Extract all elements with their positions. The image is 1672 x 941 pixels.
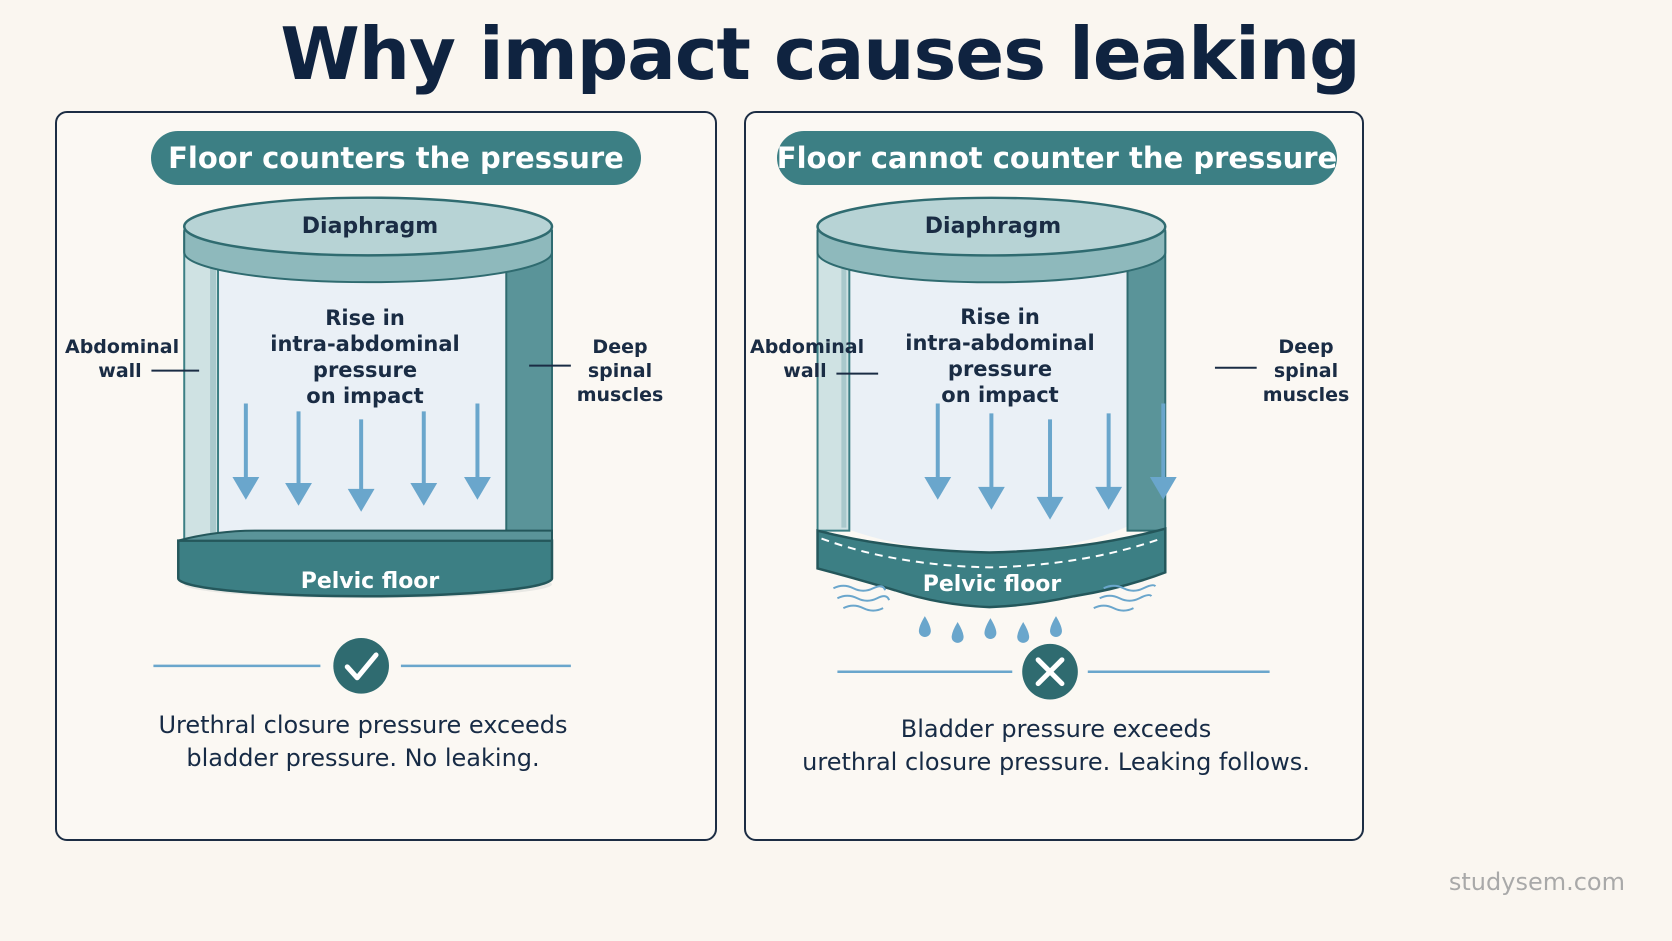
pelvic-floor-label: Pelvic floor	[922, 572, 1062, 597]
panel-floor-counters: Floor counters the pressure Diaphragm Ri…	[55, 111, 717, 841]
diaphragm-shape	[816, 196, 1167, 257]
cylinder-diagram-ok	[151, 196, 571, 694]
diaphragm-shape	[182, 196, 554, 257]
page-title: Why impact causes leaking	[280, 12, 1360, 96]
watermark: studysem.com	[1448, 868, 1625, 896]
cylinder-diagram-leak	[816, 196, 1270, 700]
deep-spinal-muscles-label: Deep spinal muscles	[1262, 336, 1350, 406]
diaphragm-label: Diaphragm	[924, 214, 1062, 239]
leak-droplets-icon	[918, 616, 1062, 643]
panel-heading: Floor cannot counter the pressure	[777, 131, 1337, 185]
pressure-rise-label: Rise in intra-abdominal pressure on impa…	[270, 306, 460, 408]
pressure-arrows	[232, 403, 491, 512]
outcome-caption: Bladder pressure exceeds urethral closur…	[802, 715, 1310, 776]
check-icon	[333, 638, 389, 694]
abdominal-wall-label: Abdominal wall	[750, 336, 865, 382]
outcome-caption: Urethral closure pressure exceeds bladde…	[158, 711, 568, 772]
pressure-arrows	[924, 403, 1177, 520]
pelvic-floor-label: Pelvic floor	[300, 569, 440, 594]
pelvic-floor-shape	[177, 539, 554, 598]
cross-icon	[1022, 643, 1078, 700]
pressure-rise-label: Rise in intra-abdominal pressure on impa…	[905, 305, 1095, 407]
strain-lines	[832, 584, 1157, 612]
deep-spinal-muscles-shape	[505, 231, 553, 550]
deep-spinal-muscles-label: Deep spinal muscles	[576, 336, 664, 406]
abdominal-cavity	[846, 262, 1130, 553]
panel-heading: Floor counters the pressure	[151, 131, 641, 185]
abdominal-wall-label: Abdominal wall	[65, 336, 180, 382]
diaphragm-label: Diaphragm	[301, 214, 439, 239]
panel-floor-cannot-counter: Floor cannot counter the pressure Diaphr…	[744, 111, 1364, 841]
